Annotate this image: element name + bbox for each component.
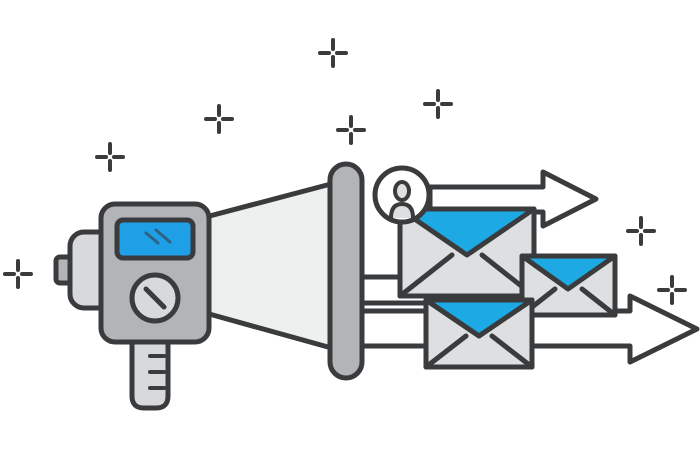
sparkle-icon bbox=[3, 259, 33, 289]
sparkles bbox=[3, 38, 687, 305]
megaphone-rim bbox=[327, 161, 365, 381]
envelope-icon bbox=[423, 297, 535, 370]
sparkle-icon bbox=[204, 104, 234, 134]
sparkle-icon bbox=[318, 38, 348, 68]
sparkle-icon bbox=[626, 216, 656, 246]
megaphone-icon bbox=[53, 161, 365, 411]
sparkle-icon bbox=[423, 89, 453, 119]
envelope-icon bbox=[519, 253, 618, 318]
sparkle-icon bbox=[657, 275, 687, 305]
sparkle-icon bbox=[336, 115, 366, 145]
megaphone-horn bbox=[199, 177, 349, 355]
user-avatar-icon bbox=[372, 165, 432, 225]
envelope-icon bbox=[397, 206, 537, 299]
envelopes bbox=[397, 206, 618, 370]
sparkle-icon bbox=[95, 142, 125, 172]
